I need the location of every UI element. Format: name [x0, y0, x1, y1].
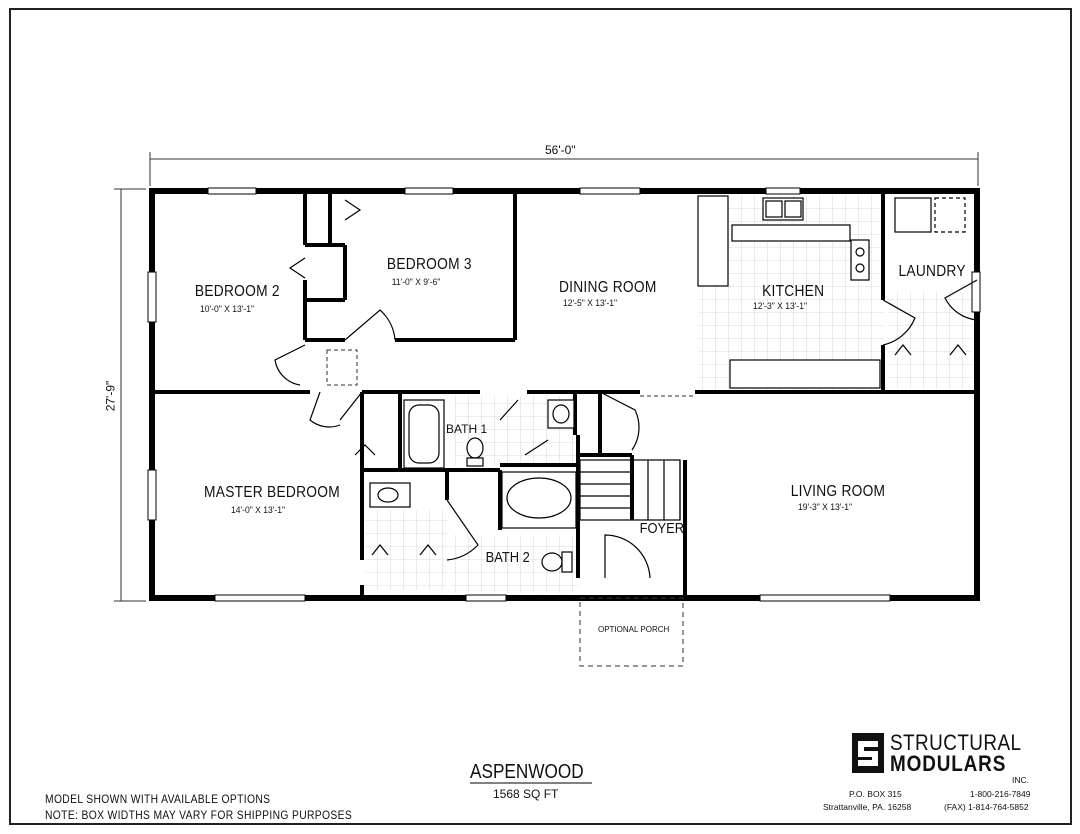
- room-dims-dining-room: 12'-5" X 13'-1": [563, 298, 618, 309]
- company-name-bottom: MODULARS: [890, 751, 1007, 776]
- room-dims-kitchen: 12'-3" X 13'-1": [753, 301, 808, 312]
- stairs: [579, 459, 681, 521]
- company-fax: (FAX) 1-814-764-5852: [944, 802, 1029, 812]
- fixtures: [369, 195, 966, 573]
- room-dims-master-bedroom: 14'-0" X 13'-1": [231, 505, 286, 516]
- dimension-lines: [114, 152, 979, 602]
- room-name-kitchen: KITCHEN: [762, 283, 825, 300]
- note-line-1: MODEL SHOWN WITH AVAILABLE OPTIONS: [45, 792, 271, 806]
- exterior-walls: [149, 188, 980, 601]
- door-swings: [274, 279, 978, 579]
- interior-walls: [152, 191, 977, 598]
- company-logo-mark: [852, 733, 884, 773]
- overall-depth-label: 27'-9": [103, 380, 118, 412]
- company-po-box: P.O. BOX 315: [849, 789, 902, 799]
- optional-porch-outline: [579, 597, 684, 667]
- room-name-dining-room: DINING ROOM: [558, 279, 657, 296]
- room-dims-bedroom-3: 11'-0" X 9'-6": [391, 277, 441, 288]
- plan-area: 1568 SQ FT: [493, 787, 559, 801]
- plan-name: ASPENWOOD: [470, 761, 584, 783]
- page-border: [9, 8, 1072, 825]
- room-name-foyer: FOYER: [639, 520, 685, 537]
- room-name-laundry: LAUNDRY: [898, 263, 966, 280]
- room-name-optional-porch: OPTIONAL PORCH: [598, 625, 670, 634]
- room-name-bedroom-2: BEDROOM 2: [194, 283, 280, 300]
- room-name-bedroom-3: BEDROOM 3: [386, 256, 472, 273]
- company-city: Strattanville, PA. 16258: [823, 802, 912, 812]
- company-suffix: INC.: [1012, 775, 1029, 785]
- overall-width-label: 56'-0": [545, 143, 576, 157]
- room-name-living-room: LIVING ROOM: [790, 483, 886, 500]
- note-line-2: NOTE: BOX WIDTHS MAY VARY FOR SHIPPING P…: [45, 808, 353, 822]
- room-name-master-bedroom: MASTER BEDROOM: [204, 484, 340, 501]
- closet-doors: [288, 199, 967, 556]
- room-name-bath-1: BATH 1: [446, 422, 488, 436]
- room-dims-bedroom-2: 10'-0" X 13'-1": [200, 304, 255, 315]
- room-dims-living-room: 19'-3" X 13'-1": [798, 502, 853, 513]
- company-phone: 1-800-216-7849: [970, 789, 1031, 799]
- windows: [147, 187, 981, 602]
- company-name-top: STRUCTURAL: [890, 730, 1022, 755]
- room-name-bath-2: BATH 2: [485, 549, 530, 566]
